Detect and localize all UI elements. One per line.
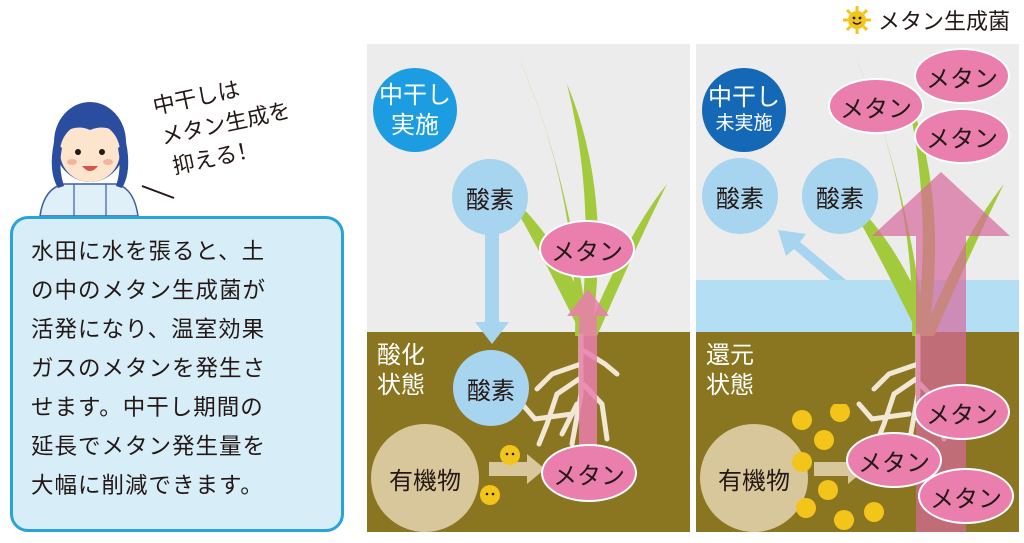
explanation-line: 活発になり、温室効果 — [31, 317, 266, 343]
badge-line: 実施 — [391, 111, 439, 139]
methane-soil-bubble: メタン — [914, 384, 1010, 440]
soil-state-label: 酸化状態 — [377, 341, 425, 399]
oxygen-bubble: 酸素 — [802, 158, 878, 234]
methanogen-bacteria-icon — [842, 6, 871, 34]
badge-line: 未実施 — [715, 112, 773, 134]
methane-soil-bubble: メタン — [846, 432, 942, 488]
badge-line: 中干し — [379, 81, 451, 109]
drained-badge: 中干し 実施 — [373, 68, 457, 152]
bacteria-cluster-icon — [792, 404, 884, 530]
oxygen-arrow-icon — [475, 232, 509, 344]
methane-soil-bubble: メタン — [541, 444, 637, 502]
methane-bubble: メタン — [914, 48, 1010, 104]
soil-state-label: 還元状態 — [706, 341, 754, 399]
person-icon — [39, 102, 139, 216]
bacteria-icon — [480, 485, 500, 505]
oxygen-arrow-icon — [778, 230, 846, 280]
legend-label: メタン生成菌 — [877, 10, 1010, 35]
organic-arrow-icon — [489, 454, 545, 484]
oxygen-soil-bubble: 酸素 — [453, 350, 529, 426]
not-drained-badge: 中干し 未実施 — [702, 68, 786, 152]
explanation-line: の中のメタン生成菌が — [31, 278, 267, 304]
organic-matter-bubble: 有機物 — [371, 424, 479, 532]
methane-soil-bubble: メタン — [918, 468, 1014, 524]
explanation-line: 大幅に削減できます。 — [31, 473, 264, 499]
panel-not-drained: 中干し 未実施 酸素 酸素 メタン メタン メタン 還元状態 有機物 メタン メ… — [696, 44, 1019, 532]
methane-bubble: メタン — [539, 220, 635, 278]
bacteria-icon — [500, 445, 520, 465]
speech-lines-icon — [141, 185, 175, 199]
panel-drained: 中干し 実施 酸素 メタン 酸化状態 酸素 有機物 メタン — [367, 44, 690, 532]
legend: メタン生成菌 — [842, 4, 1010, 36]
badge-line: 中干し — [708, 83, 780, 111]
explanation-line: せます。中干し期間の — [31, 395, 264, 421]
oxygen-bubble: 酸素 — [452, 159, 528, 235]
methane-bubble: メタン — [914, 108, 1010, 164]
organic-matter-bubble: 有機物 — [700, 424, 808, 532]
explanation-line: 水田に水を張ると、土 — [31, 239, 266, 265]
explanation-box: 水田に水を張ると、土 の中のメタン生成菌が 活発になり、温室効果 ガスのメタンを… — [10, 216, 344, 532]
speech-text: 中干しは メタン生成を 抑える！ — [150, 77, 293, 180]
methane-arrow-icon — [567, 289, 609, 464]
methane-bubble: メタン — [828, 78, 924, 134]
explanation-line: 延長でメタン発生量を — [31, 434, 267, 460]
oxygen-bubble: 酸素 — [702, 158, 778, 234]
explanation-line: ガスのメタンを発生さ — [31, 356, 267, 382]
